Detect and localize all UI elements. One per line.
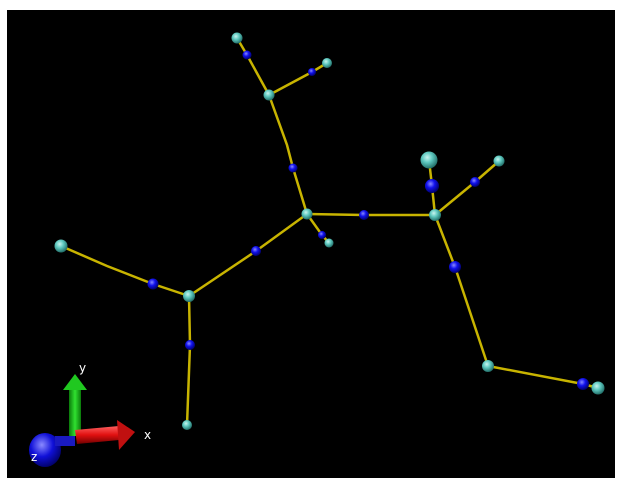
atom-blue[interactable] [148,279,159,290]
x-axis-arrow [75,420,135,450]
z-axis-label: z [31,450,37,464]
atom-blue[interactable] [318,231,326,239]
atom-blue[interactable] [470,177,480,187]
atom-terminal[interactable] [592,382,605,395]
bond [307,214,435,215]
atom-terminal[interactable] [421,152,438,169]
atom-blue[interactable] [251,246,261,256]
bond [237,38,269,95]
atom-terminal[interactable] [182,420,192,430]
bond [187,296,190,425]
atom-blue[interactable] [243,51,252,60]
atom-terminal[interactable] [322,58,332,68]
bond [269,95,307,214]
y-axis-label: y [79,361,86,375]
y-axis-arrow [63,374,87,436]
3d-viewport[interactable]: y x z [7,10,615,478]
atom-branch[interactable] [429,209,441,221]
atom-terminal[interactable] [494,156,505,167]
atom-terminal[interactable] [55,240,68,253]
atom-blue[interactable] [185,340,195,350]
atom-terminal[interactable] [325,239,334,248]
atom-blue[interactable] [289,164,298,173]
atom-blue[interactable] [308,68,316,76]
axes-gizmo: y x z [29,361,151,467]
bonds [61,38,598,425]
bond [435,215,488,366]
x-axis-label: x [144,428,151,442]
atom-branch[interactable] [264,90,275,101]
atom-center[interactable] [302,209,313,220]
atom-blue[interactable] [359,210,369,220]
atom-blue[interactable] [577,378,589,390]
bond [189,214,307,296]
atom-blue[interactable] [449,261,461,273]
bond [269,63,327,95]
atom-branch[interactable] [482,360,494,372]
bond [435,161,499,215]
atom-branch[interactable] [183,290,195,302]
bond [61,246,189,296]
atoms [55,33,605,431]
atom-terminal[interactable] [232,33,243,44]
molecule-scene[interactable]: y x z [7,10,615,478]
atom-blue[interactable] [425,179,439,193]
